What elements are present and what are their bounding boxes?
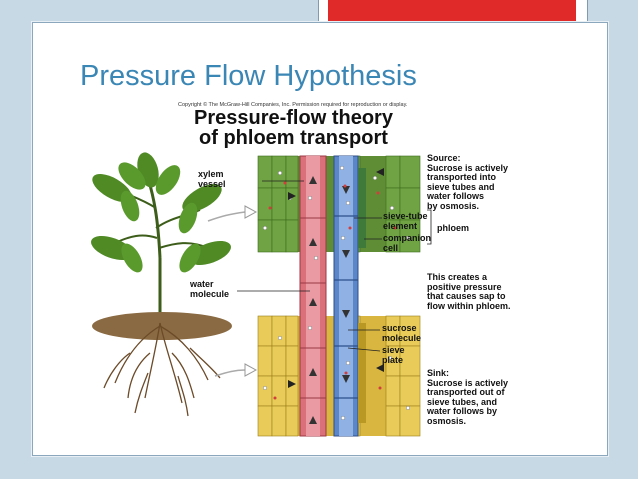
label-source: Source: Sucrose is actively transported …: [427, 153, 509, 211]
diagram-title-line1: Pressure-flow theory: [194, 107, 393, 129]
label-phloem: phloem: [437, 223, 470, 233]
label-sucrose-molecule: sucrose molecule: [382, 323, 422, 343]
copyright-notice: Copyright © The McGraw-Hill Companies, I…: [178, 102, 408, 108]
label-pressure: This creates a positive pressure that ca…: [427, 272, 511, 311]
diagram-illustration: [91, 152, 432, 437]
label-water-molecule: water molecule: [190, 279, 230, 299]
label-sieve-plate: sieve plate: [382, 345, 405, 365]
xylem-vessel: [299, 155, 327, 437]
label-xylem-vessel: xylem vessel: [198, 169, 226, 189]
phloem-sieve-tube: [333, 155, 366, 437]
plant-illustration: [91, 152, 232, 417]
label-companion-cell: companion cell: [383, 233, 432, 253]
slide-title: Pressure Flow Hypothesis: [80, 60, 417, 92]
label-sieve-tube-element: sieve-tube element: [383, 211, 428, 231]
diagram-title: Pressure-flow theory of phloem transport: [194, 108, 393, 148]
phloem-diagram: Copyright © The McGraw-Hill Companies, I…: [90, 98, 560, 443]
diagram-title-line2: of phloem transport: [199, 127, 388, 149]
label-sink: Sink: Sucrose is actively transported ou…: [427, 368, 509, 426]
